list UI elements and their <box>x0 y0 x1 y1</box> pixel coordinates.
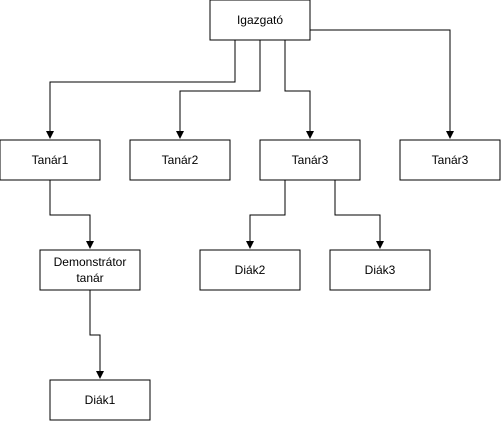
node-igazgato-label: Igazgató <box>237 13 283 27</box>
node-demonstrator-label-line2: tanár <box>76 271 103 285</box>
node-tanar2-label: Tanár2 <box>162 153 199 167</box>
node-demonstrator-label-line1: Demonstrátor <box>54 255 127 269</box>
node-tanar1-label: Tanár1 <box>32 153 69 167</box>
node-diak2-label: Diák2 <box>235 263 266 277</box>
node-diak3-label: Diák3 <box>365 263 396 277</box>
edge-tanar1-to-demonstrator <box>49 180 94 249</box>
edge-demonstrator-to-diak1 <box>89 290 104 379</box>
node-tanar3-middle-label: Tanár3 <box>292 153 329 167</box>
edge-igazgato-to-tanar2 <box>176 40 261 139</box>
edge-igazgato-to-tanar1 <box>46 40 236 139</box>
connectors <box>46 29 454 379</box>
node-diak3: Diák3 <box>329 249 431 291</box>
node-igazgato: Igazgató <box>209 0 311 41</box>
edge-igazgato-to-tanar3-middle <box>284 40 314 139</box>
node-diak1: Diák1 <box>49 379 151 421</box>
edge-tanar3-to-diak2 <box>246 180 286 249</box>
node-tanar3-right-label: Tanár3 <box>432 153 469 167</box>
edge-igazgato-to-tanar3-right <box>310 29 454 139</box>
edge-tanar3-to-diak3 <box>334 180 384 249</box>
node-diak2: Diák2 <box>199 249 301 291</box>
node-tanar3-right: Tanár3 <box>399 139 501 181</box>
node-tanar3-middle: Tanár3 <box>259 139 361 181</box>
node-diak1-label: Diák1 <box>85 393 116 407</box>
node-tanar1: Tanár1 <box>0 139 101 181</box>
node-demonstrator-tanar: Demonstrátor tanár <box>39 249 141 291</box>
node-tanar2: Tanár2 <box>129 139 231 181</box>
